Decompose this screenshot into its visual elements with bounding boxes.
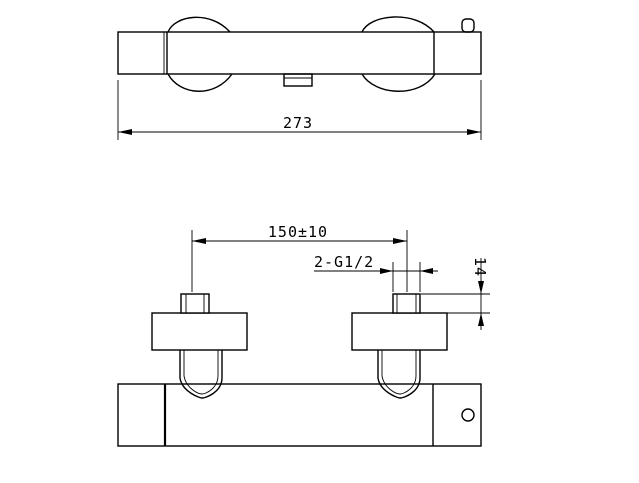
front-small-knob — [461, 408, 475, 422]
front-view: 150±10 2-G1/2 14 — [117, 223, 490, 447]
arrow-thread-right — [420, 268, 433, 274]
right-neck — [377, 350, 421, 399]
left-block — [151, 312, 248, 351]
arrow-left-273 — [118, 129, 132, 135]
right-handle-disc — [361, 16, 436, 92]
arrow-right-273 — [467, 129, 481, 135]
arrow-depth-bottom — [478, 313, 484, 326]
top-small-knob — [461, 18, 475, 33]
top-view: 273 — [117, 16, 482, 140]
top-outlet — [283, 73, 313, 87]
right-nut — [392, 293, 421, 314]
dim-label-thread-spec: 2-G1/2 — [314, 253, 374, 271]
arrow-right-150 — [393, 238, 407, 244]
left-nut — [180, 293, 210, 314]
dim-label-inlet-spacing: 150±10 — [268, 223, 328, 241]
arrow-left-150 — [192, 238, 206, 244]
left-neck-inner — [183, 350, 219, 395]
arrow-depth-top — [478, 281, 484, 294]
dim-label-thread-depth: 14 — [471, 257, 489, 277]
right-block — [351, 312, 448, 351]
front-body — [117, 383, 482, 447]
dim-label-overall-length: 273 — [283, 114, 313, 132]
left-neck — [179, 350, 223, 399]
arrow-thread-left — [380, 268, 393, 274]
right-neck-inner — [381, 350, 417, 395]
top-body — [117, 31, 482, 75]
left-handle-disc — [167, 16, 233, 92]
